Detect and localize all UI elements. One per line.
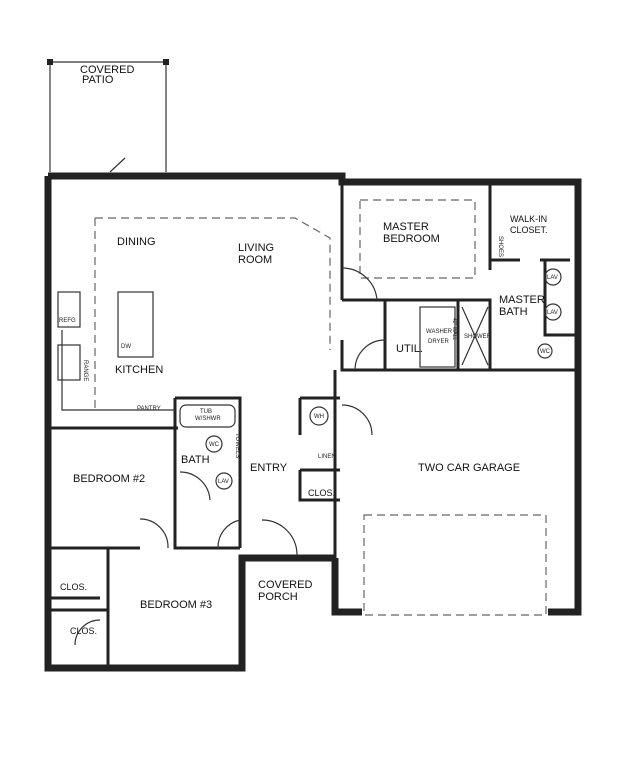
- pantry: PANTRY: [137, 406, 161, 412]
- label-walk-in: WALK-IN: [510, 214, 547, 224]
- label-master-bedroom-2: BEDROOM: [383, 233, 440, 245]
- label-bath: BATH: [181, 454, 210, 466]
- label-covered-porch-2: PORCH: [258, 591, 298, 603]
- label-covered-porch: COVERED: [258, 579, 312, 591]
- label-master-bedroom: MASTER: [383, 221, 429, 233]
- half-wall: 42" WALL: [451, 318, 457, 340]
- tub-2: W/SHWR: [195, 416, 221, 422]
- label-master-bath-2: BATH: [499, 306, 528, 318]
- kitchen-island: [117, 291, 154, 358]
- label-walk-in-2: CLOSET.: [510, 225, 548, 235]
- tub: TUB: [200, 409, 212, 415]
- label-closet-3: CLOS.: [308, 488, 335, 498]
- label-master-bath: MASTER: [499, 294, 545, 306]
- interior-walls: [48, 182, 578, 668]
- label-entry: ENTRY: [250, 462, 288, 474]
- garage-door: [363, 514, 547, 616]
- lav: LAV: [218, 479, 229, 485]
- range: RANGE: [82, 360, 88, 381]
- water-heater: WH: [314, 414, 324, 420]
- label-covered-patio-2: PATIO: [82, 74, 114, 86]
- label-garage: TWO CAR GARAGE: [418, 462, 520, 474]
- dryer: DRYER: [428, 339, 450, 345]
- label-util: UTIL.: [396, 343, 423, 355]
- refrigerator: REFG: [59, 318, 76, 324]
- label-covered-patio: COVERED: [80, 64, 134, 76]
- lav-2: LAV: [547, 310, 558, 316]
- dishwasher: DW: [121, 344, 131, 350]
- shower: SHOWER: [464, 334, 492, 340]
- label-bedroom3: BEDROOM #3: [140, 599, 212, 611]
- label-closet-2: CLOS.: [70, 626, 97, 636]
- washer: WASHER: [426, 329, 453, 335]
- label-bedroom2: BEDROOM #2: [73, 473, 145, 485]
- label-dining: DINING: [117, 236, 156, 248]
- linen: LINEN: [318, 454, 336, 460]
- lav-1: LAV: [547, 275, 558, 281]
- label-living-2: ROOM: [238, 254, 272, 266]
- label-closet-1: CLOS.: [60, 582, 87, 592]
- covered-patio: [47, 59, 169, 172]
- label-kitchen: KITCHEN: [115, 364, 163, 376]
- towels: TOWELS: [234, 433, 240, 458]
- label-living: LIVING: [238, 242, 274, 254]
- shoes: SHOES: [497, 236, 503, 257]
- wc-master: WC: [540, 349, 551, 355]
- wc: WC: [209, 442, 220, 448]
